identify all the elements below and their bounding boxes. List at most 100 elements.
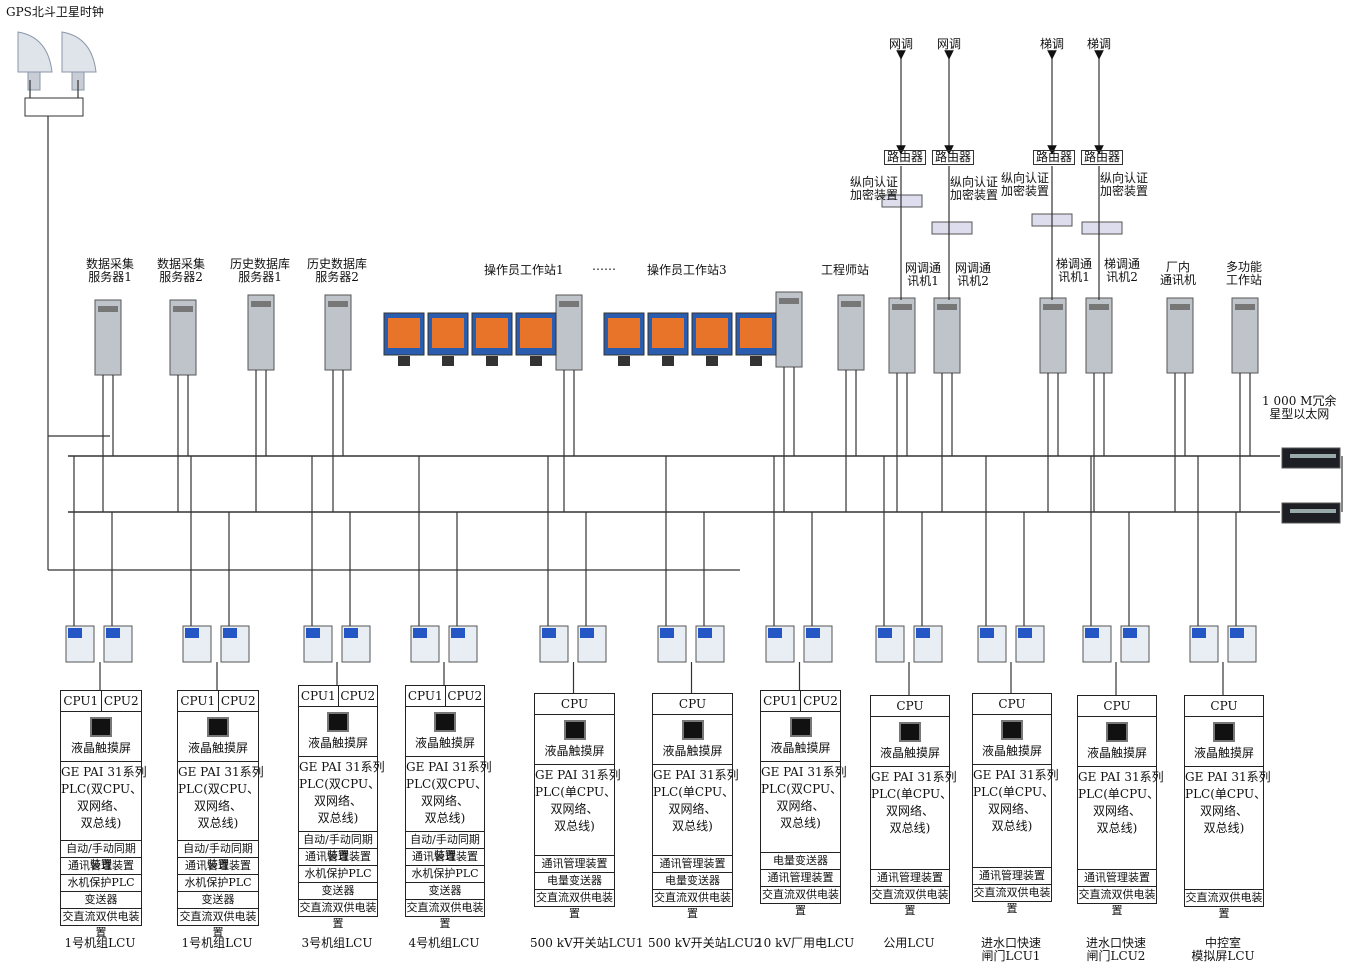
monitor-stand (486, 356, 498, 366)
server-drive-bay (1235, 304, 1255, 310)
lcu-cabinet: CPU1CPU2 液晶触摸屏GE PAI 31系列 PLC(双CPU、 双网络、 … (760, 690, 841, 904)
lcu-device-item: 交直流双供电装置 (973, 885, 1051, 901)
satellite-dish-icon (18, 32, 52, 72)
lcu-cabinet: CPU液晶触摸屏GE PAI 31系列 PLC(单CPU、 双网络、 双总线)交… (1184, 695, 1264, 907)
monitor-icon (899, 722, 921, 742)
encryption-device-icon (932, 222, 972, 234)
cpu-label: CPU1 (406, 686, 446, 706)
encryption-device-icon (1082, 222, 1122, 234)
monitor-stand (398, 356, 410, 366)
monitor-stand (706, 356, 718, 366)
monitor-screen-display (520, 318, 552, 348)
cpu-row: CPU (653, 694, 732, 715)
touchscreen-section: 液晶触摸屏 (406, 712, 484, 757)
lcu-device-item: 自动/手动同期装置 (61, 841, 141, 858)
dispatch-step2-label: 梯调 (1087, 38, 1111, 51)
lcu-device-item: 变送器 (299, 883, 377, 900)
plc-description: GE PAI 31系列 PLC(单CPU、 双网络、 双总线) (653, 765, 732, 856)
monitor-screen-display (740, 318, 772, 348)
lcu-name-label: 中控室 模拟屏LCU (1180, 937, 1266, 963)
lcu-device-item: 交直流双供电装置 (1078, 887, 1156, 903)
multi-function-station-label: 多功能 工作站 (1226, 261, 1262, 287)
plc-description: GE PAI 31系列 PLC(双CPU、 双网络、 双总线) (299, 757, 377, 832)
monitor-screen-display (652, 318, 684, 348)
lcu-device-item: 电量变送器 (535, 873, 614, 890)
monitor-screen-display (432, 318, 464, 348)
lcu-device-item: 交直流双供电装置 (406, 900, 484, 916)
encryption-device-label-4: 纵向认证 加密装置 (1100, 172, 1148, 198)
net-comm-2-label: 网调通 讯机2 (955, 262, 991, 288)
cpu-row: CPU (1185, 696, 1263, 717)
engineer-station-label: 工程师站 (821, 264, 869, 277)
gps-clock-title: GPS北斗卫星时钟 (6, 3, 104, 20)
plc-description: GE PAI 31系列 PLC(单CPU、 双网络、 双总线) (871, 767, 949, 870)
touchscreen-section: 液晶触摸屏 (761, 717, 840, 762)
step-comm-1-label: 梯调通 讯机1 (1056, 258, 1092, 284)
lcu-device-item: 交直流双供电装置 (653, 890, 732, 906)
cpu-row: CPU1CPU2 (61, 691, 141, 712)
plc-description: GE PAI 31系列 PLC(双CPU、 双网络、 双总线) (406, 757, 484, 832)
cpu-label: CPU (561, 697, 588, 711)
lcu-name-label: 1号机组LCU (56, 937, 144, 950)
touchscreen-section: 液晶触摸屏 (653, 720, 732, 765)
lcu-device-item: 交直流双供电装置 (178, 909, 258, 925)
cpu-label: CPU (998, 697, 1025, 711)
lcu-name-label: 进水口快速 闸门LCU1 (968, 937, 1054, 963)
lcu-name-label: 公用LCU (866, 937, 952, 950)
cpu-row: CPU1CPU2 (178, 691, 258, 712)
router-3: 路由器 (1033, 150, 1075, 165)
step-comm-2-label: 梯调通 讯机2 (1104, 258, 1140, 284)
cpu-label: CPU1 (61, 691, 102, 711)
plant-comm-label: 厂内 通讯机 (1160, 261, 1196, 287)
server-drive-bay (173, 306, 193, 312)
lcu-device-item: 通讯管理装置 (535, 856, 614, 873)
lcu-name-label: 500 kV开关站LCU1 (530, 937, 617, 950)
lcu-device-item: 交直流双供电装置 (761, 887, 840, 903)
switch-port-strip (1290, 454, 1336, 458)
monitor-icon (564, 720, 586, 740)
touchscreen-label: 液晶触摸屏 (871, 744, 949, 761)
cpu-row: CPU (871, 696, 949, 717)
lcu-device-item: 水机保护PLC (178, 875, 258, 892)
plc-module-led (806, 628, 820, 638)
operator-station-3-label: 操作员工作站3 (647, 264, 727, 277)
cpu-label: CPU1 (178, 691, 219, 711)
server-drive-bay (328, 301, 348, 307)
lcu-device-item: 交直流双供电装置 (1185, 890, 1263, 906)
plc-description: GE PAI 31系列 PLC(双CPU、 双网络、 双总线) (178, 762, 258, 841)
cpu-row: CPU (535, 694, 614, 715)
lcu-device-item: 交直流双供电装置 (61, 909, 141, 925)
lcu-device-item: 通讯管理装置 (973, 868, 1051, 885)
lcu-device-item: 通讯管理装置 (299, 849, 377, 866)
monitor-stand (618, 356, 630, 366)
touchscreen-section: 液晶触摸屏 (299, 712, 377, 757)
server-drive-bay (251, 301, 271, 307)
lcu-device-item: 自动/手动同期装置 (178, 841, 258, 858)
touchscreen-section: 液晶触摸屏 (973, 720, 1051, 765)
touchscreen-label: 液晶触摸屏 (406, 734, 484, 751)
monitor-icon (207, 717, 229, 737)
server-drive-bay (1170, 304, 1190, 310)
lcu-name-label: 进水口快速 闸门LCU2 (1073, 937, 1159, 963)
plc-module-led (1230, 628, 1244, 638)
monitor-stand (750, 356, 762, 366)
lcu-name-label: 10 kV厂用电LCU (756, 937, 843, 950)
router-2: 路由器 (932, 150, 974, 165)
encryption-device-label-3: 纵向认证 加密装置 (1001, 172, 1049, 198)
dispatch-net1-label: 网调 (889, 38, 913, 51)
server-drive-bay (98, 306, 118, 312)
cpu-label: CPU1 (761, 691, 801, 711)
plc-module-led (1085, 628, 1099, 638)
plc-description: GE PAI 31系列 PLC(双CPU、 双网络、 双总线) (761, 762, 840, 853)
plc-module-led (1192, 628, 1206, 638)
cpu-row: CPU1CPU2 (299, 686, 377, 707)
server-drive-bay (937, 304, 957, 310)
server-drive-bay (559, 301, 579, 307)
monitor-icon (327, 712, 349, 732)
cpu-label: CPU1 (299, 686, 339, 706)
plc-module-led (542, 628, 556, 638)
gps-receiver-box (25, 98, 83, 116)
